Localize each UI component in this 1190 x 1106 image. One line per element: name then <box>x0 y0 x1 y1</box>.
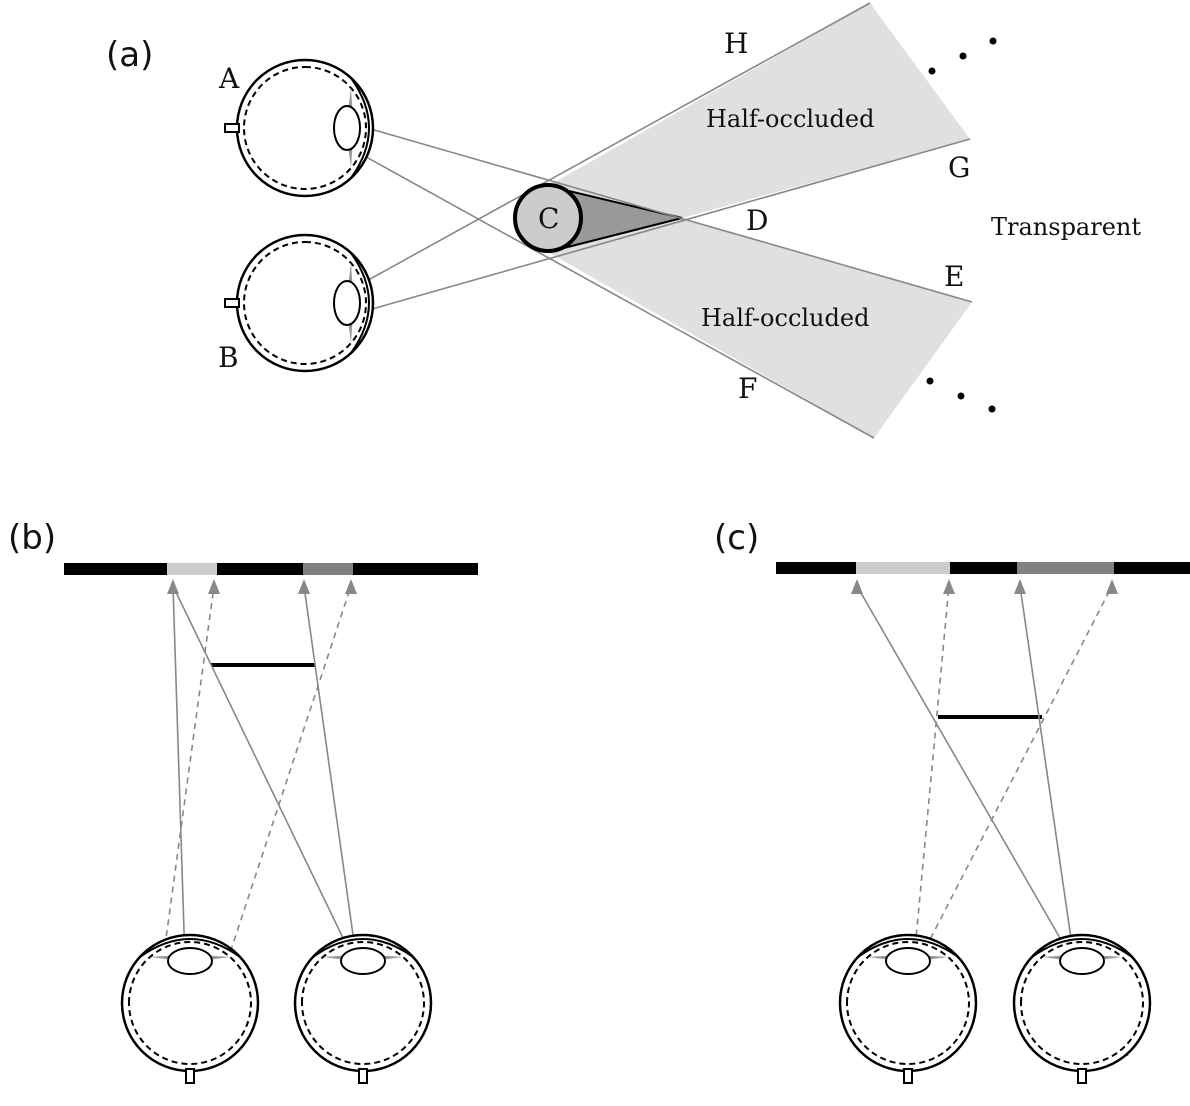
panel-label-a: (a) <box>106 35 153 75</box>
light-patch-c <box>856 562 950 574</box>
eye-right-b <box>293 933 433 1085</box>
panel-b: (b) <box>8 518 478 1085</box>
eye-b <box>223 233 375 373</box>
panel-label-c: (c) <box>714 518 759 558</box>
point-label-c: C <box>538 202 559 235</box>
ray-arrowheads-b <box>167 579 357 594</box>
ray-arrowheads-c <box>851 579 1118 594</box>
panel-label-b: (b) <box>8 518 56 558</box>
point-label-b: B <box>218 341 239 374</box>
occluding-sphere <box>513 183 583 253</box>
point-label-d: D <box>746 204 768 237</box>
eye-left-c <box>838 933 978 1085</box>
occluded-cone <box>548 186 682 252</box>
eye-left-b <box>120 933 260 1085</box>
half-occluded-region-upper <box>548 3 970 218</box>
region-label-half-occluded-upper: Half-occluded <box>706 105 874 133</box>
point-label-g: G <box>948 151 970 184</box>
eye-right-c <box>1012 933 1152 1085</box>
region-label-half-occluded-lower: Half-occluded <box>701 304 869 332</box>
panel-c: (c) <box>714 518 1190 1085</box>
panel-a: (a) A B C D E F G H Half-occluded Half-o… <box>106 2 1141 439</box>
continuation-dots-upper <box>928 37 997 75</box>
continuation-dots-lower <box>926 377 996 413</box>
background-bar-c <box>776 562 1190 574</box>
light-patch-b <box>167 563 217 575</box>
half-occluded-region-lower <box>548 218 972 438</box>
dark-patch-b <box>303 563 353 575</box>
point-label-f: F <box>738 372 757 405</box>
dark-patch-c <box>1017 562 1114 574</box>
eye-a <box>223 58 375 198</box>
point-label-h: H <box>724 27 748 60</box>
background-bar-b <box>64 563 478 575</box>
region-label-transparent: Transparent <box>991 213 1141 241</box>
point-label-a: A <box>218 62 240 95</box>
point-label-e: E <box>944 260 964 293</box>
